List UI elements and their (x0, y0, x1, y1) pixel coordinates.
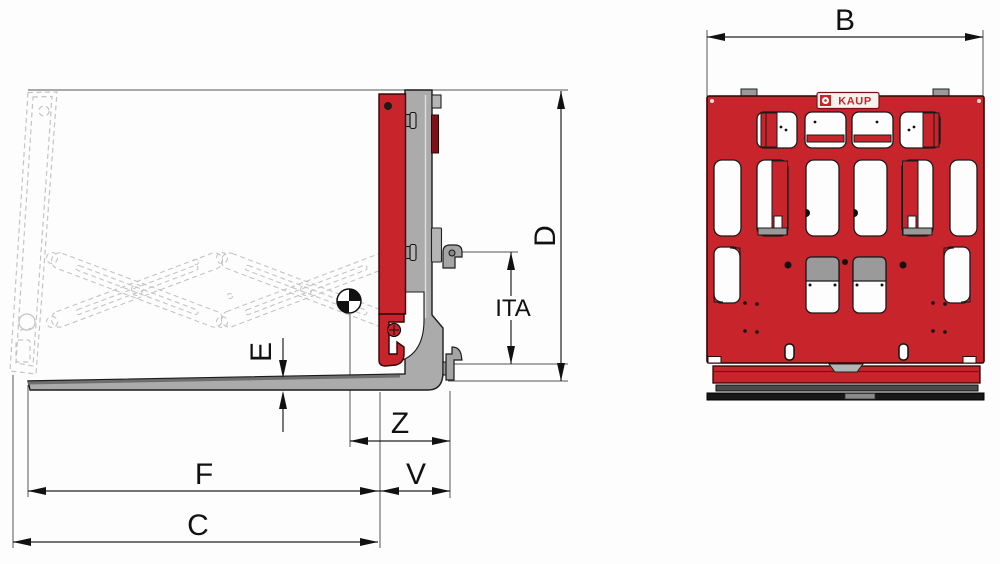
dark-red-strip (431, 114, 439, 154)
dimension-D: D (529, 91, 565, 381)
dimension-B: B (706, 4, 984, 96)
top-row-dots (779, 120, 916, 132)
dimension-C: C (13, 509, 378, 546)
dimension-label-ita: ITA (495, 295, 531, 322)
dimension-V: V (381, 458, 450, 495)
upper-carriage-hook (442, 244, 463, 269)
center-of-gravity-icon (336, 288, 362, 314)
lower-carriage-hook (442, 346, 463, 381)
blade-top-edge (27, 374, 401, 385)
kaup-logo: KAUP (816, 91, 880, 110)
dimension-E: E (245, 338, 287, 432)
bottom-notch-left (707, 356, 722, 364)
dimension-F: F (28, 458, 450, 495)
dimension-label-f: F (195, 458, 213, 491)
upper-hook-bolt (448, 249, 456, 257)
dimension-label-b: B (835, 4, 855, 37)
dimension-label-v: V (406, 458, 426, 491)
side-view: D ITA E Z F (9, 89, 568, 548)
oval-slot-right (898, 343, 909, 361)
dimension-label-c: C (187, 509, 209, 542)
ghost-joint-circle (18, 313, 36, 331)
third-row-cutouts (713, 246, 971, 314)
second-row-cutouts (713, 159, 978, 237)
top-row-cutouts (756, 111, 941, 149)
gripper-bolt (386, 322, 402, 338)
bottom-notch-right (962, 356, 977, 364)
corner-bolt-right (977, 99, 981, 103)
mid-tab (430, 227, 443, 263)
faceplate-holes (743, 259, 947, 334)
front-lower-assembly (706, 363, 985, 401)
center-tab (828, 363, 864, 373)
corner-bolt-left (710, 99, 714, 103)
top-tab (431, 94, 442, 109)
base-bar (715, 384, 979, 392)
faceplate-hole (384, 102, 392, 110)
faceplate-side (378, 93, 407, 367)
gripper-jaw (378, 313, 405, 367)
dimension-label-d: D (529, 225, 562, 247)
dimension-Z: Z (350, 407, 450, 445)
scissor-mechanism (45, 251, 397, 329)
kaup-logo-text: KAUP (838, 96, 872, 108)
extension-lines (12, 89, 568, 548)
dimension-label-z: Z (391, 407, 409, 440)
oval-slot-left (784, 343, 795, 361)
dimension-label-e: E (245, 342, 278, 362)
blade-center-piece (844, 393, 876, 400)
front-view: B KAUP (706, 4, 985, 401)
ghost-pusher-plate (9, 91, 58, 375)
dimension-ITA: ITA (491, 252, 535, 364)
